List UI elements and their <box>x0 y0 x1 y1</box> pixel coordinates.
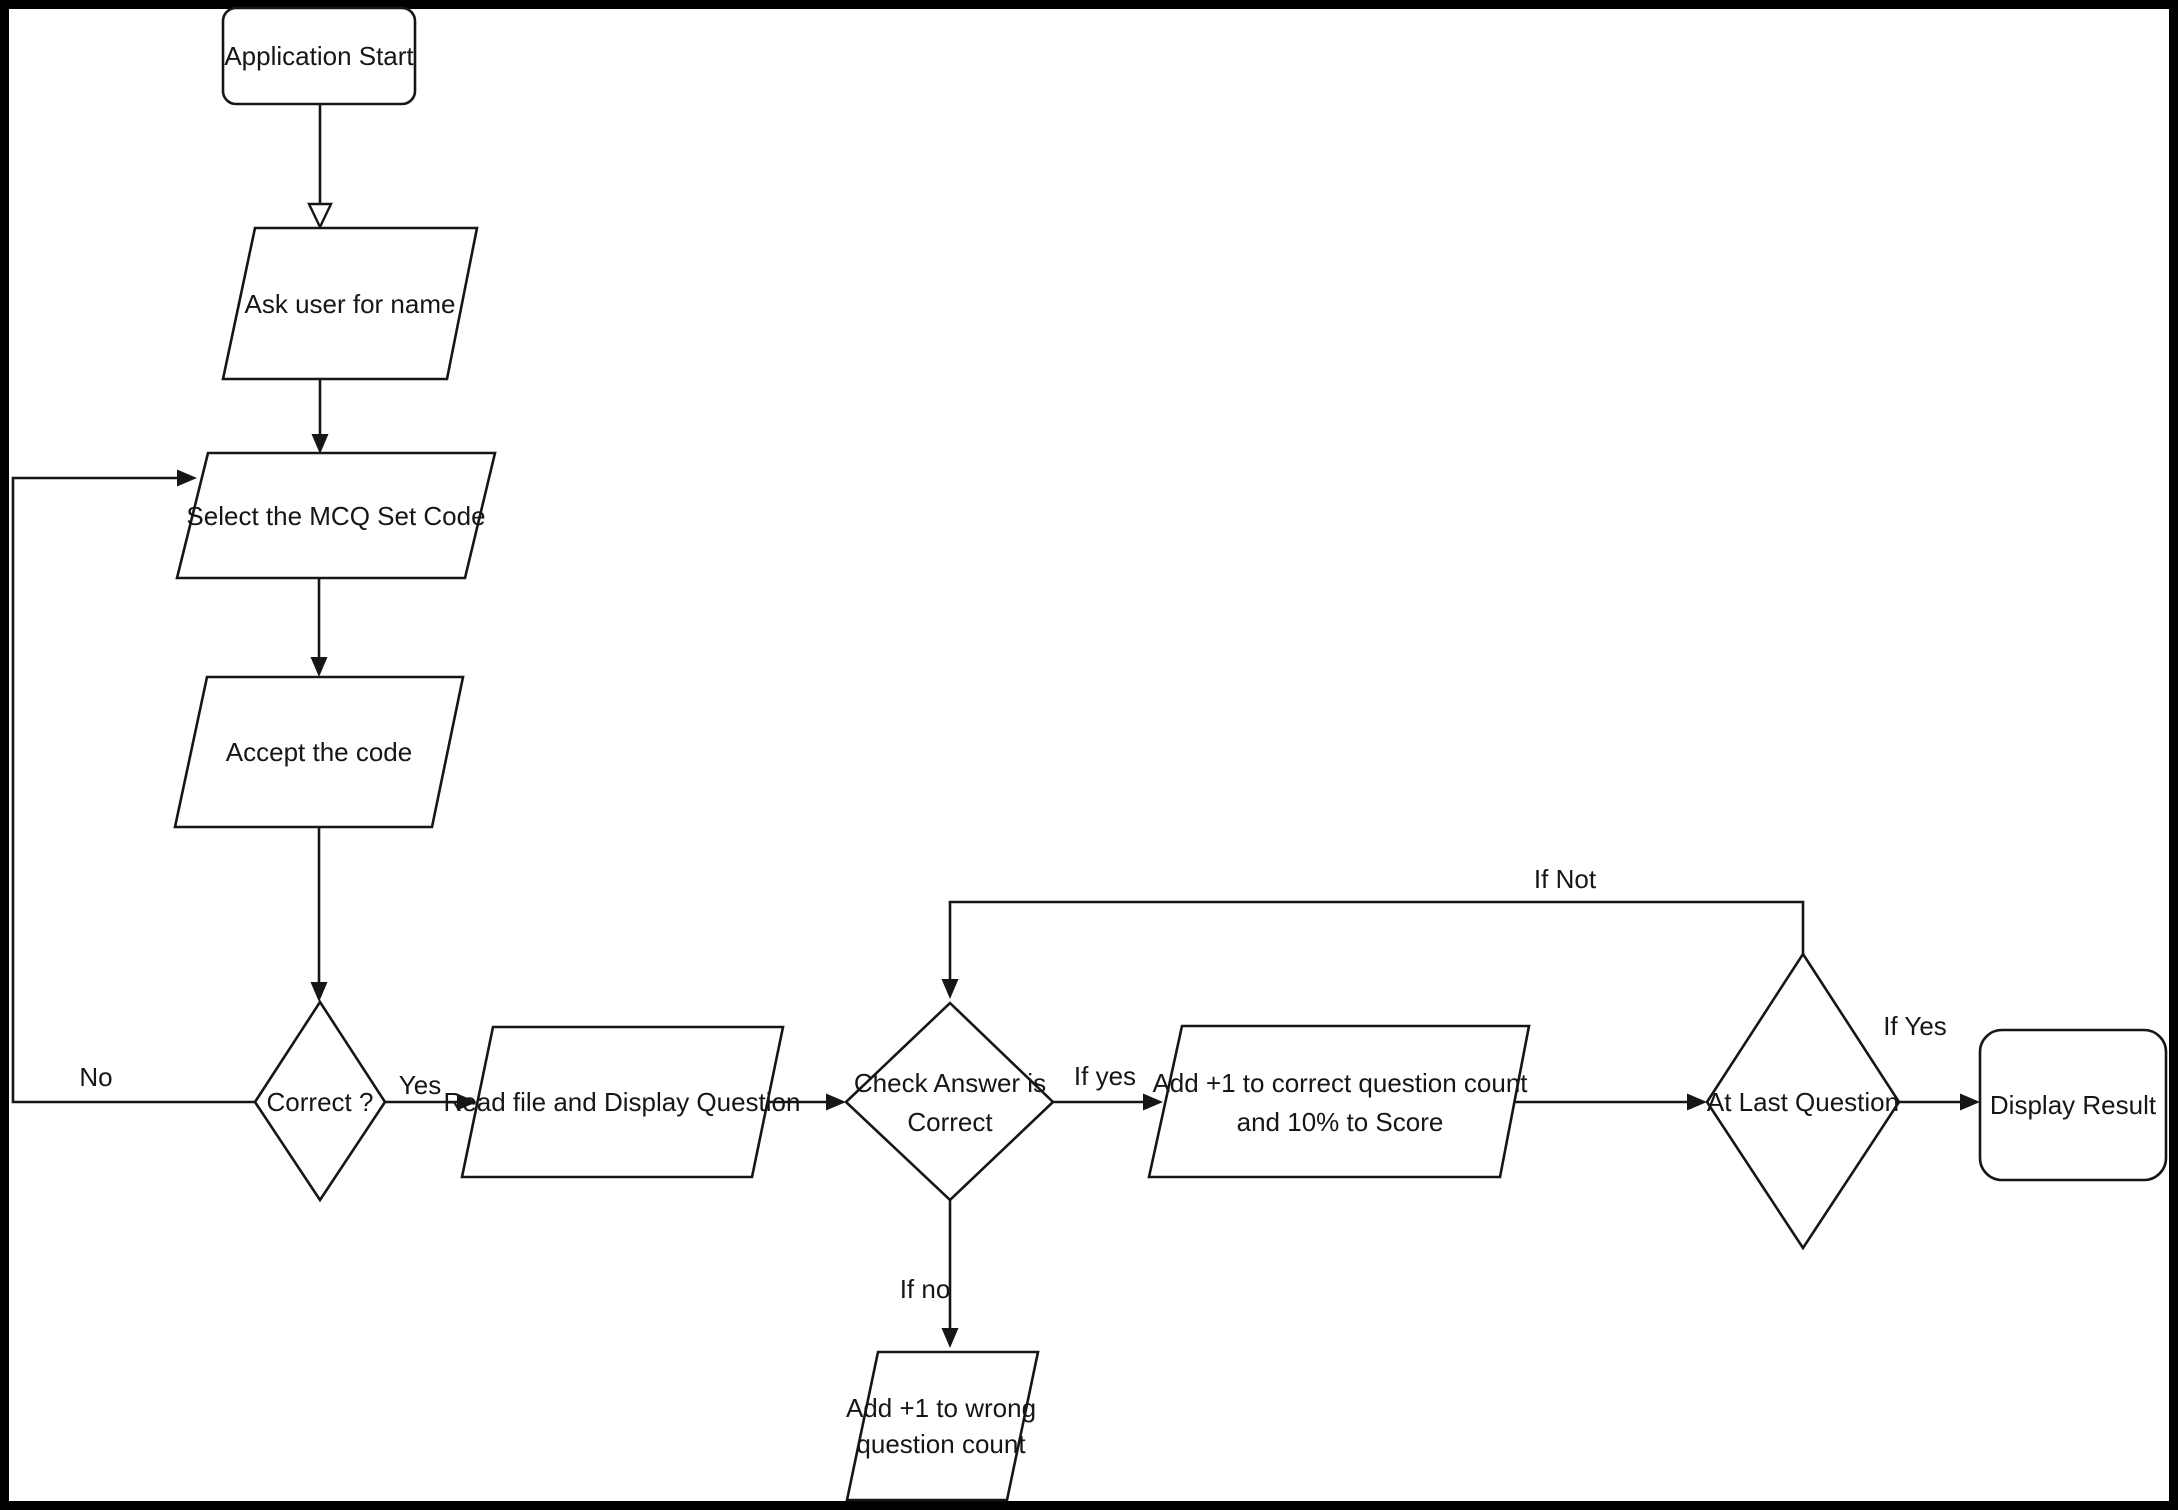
edge-add-to-atlast <box>1514 1093 1707 1111</box>
node-label: Correct ? <box>267 1087 374 1117</box>
arrowhead-open <box>307 202 333 230</box>
io-shape <box>221 226 479 381</box>
io-shape <box>460 1025 785 1179</box>
arrowhead <box>177 469 197 487</box>
node-application-start: Application Start <box>221 6 417 106</box>
arrowhead <box>310 982 328 1002</box>
node-label: At Last Question <box>1707 1087 1899 1117</box>
edge-label-if-no: If no <box>900 1274 951 1304</box>
edge-label-if-yes: If yes <box>1074 1061 1136 1091</box>
node-label: Select the MCQ Set Code <box>186 501 485 531</box>
edge-correct-no-loop <box>11 469 255 1104</box>
edge-atlast-if-yes <box>1899 1093 1980 1111</box>
edge-label-no: No <box>79 1062 112 1092</box>
arrowhead <box>1143 1093 1163 1111</box>
io-shape <box>175 451 497 580</box>
edge-check-if-no <box>941 1200 959 1348</box>
decision-shape <box>253 999 387 1203</box>
io-shape <box>845 1350 1040 1502</box>
node-label-line1: Add +1 to wrong <box>846 1393 1036 1423</box>
node-label-line2: question count <box>856 1429 1026 1459</box>
node-add-wrong-count: Add +1 to wrong question count <box>845 1350 1040 1502</box>
arrowhead <box>941 979 959 999</box>
edge-ask-to-select <box>311 379 329 454</box>
node-label: Display Result <box>1990 1090 2157 1120</box>
edge-correct-yes <box>385 1093 477 1111</box>
terminator-shape <box>221 6 417 106</box>
node-label-line1: Add +1 to correct question count <box>1152 1068 1528 1098</box>
decision-correct: Correct ? <box>253 999 387 1203</box>
node-label: Application Start <box>224 41 414 71</box>
node-label: Ask user for name <box>245 289 456 319</box>
node-accept-the-code: Accept the code <box>173 675 465 829</box>
node-label: Read file and Display Question <box>444 1087 801 1117</box>
edge-start-to-ask <box>307 104 333 230</box>
arrowhead <box>941 1328 959 1348</box>
terminator-shape <box>1978 1028 2168 1182</box>
node-read-file-display-question: Read file and Display Question <box>444 1025 801 1179</box>
node-ask-user-for-name: Ask user for name <box>221 226 479 381</box>
arrowhead <box>826 1093 846 1111</box>
node-display-result: Display Result <box>1978 1028 2168 1182</box>
node-add-correct-count: Add +1 to correct question count and 10%… <box>1147 1024 1531 1179</box>
io-shape <box>173 675 465 829</box>
edge-check-if-yes <box>1053 1093 1163 1111</box>
edges <box>11 104 1980 1348</box>
node-label-line1: Check Answer is <box>854 1068 1046 1098</box>
arrowhead <box>311 434 329 454</box>
node-select-mcq-set-code: Select the MCQ Set Code <box>175 451 497 580</box>
edge-labels: No Yes If yes If no If Not If Yes <box>79 864 1946 1304</box>
edge-select-to-accept <box>310 578 328 677</box>
edge-accept-to-correct <box>310 827 328 1002</box>
arrowhead <box>310 657 328 677</box>
decision-at-last-question: At Last Question <box>1705 951 1901 1251</box>
decision-check-answer: Check Answer is Correct <box>844 1001 1055 1202</box>
node-label-line2: and 10% to Score <box>1237 1107 1444 1137</box>
arrowhead <box>1687 1093 1707 1111</box>
node-label-line2: Correct <box>907 1107 993 1137</box>
arrowhead <box>1960 1093 1980 1111</box>
decision-shape <box>1705 951 1901 1251</box>
edge-atlast-if-not-loop <box>941 900 1805 999</box>
edge-label-yes: Yes <box>399 1070 441 1100</box>
edge-label-if-yes-cap: If Yes <box>1883 1011 1947 1041</box>
decision-shape <box>844 1001 1055 1202</box>
node-label: Accept the code <box>226 737 412 767</box>
io-shape <box>1147 1024 1531 1179</box>
arrowhead <box>457 1093 477 1111</box>
nodes: Application Start Ask user for name Sele… <box>173 6 2168 1502</box>
edge-read-to-check <box>766 1093 846 1111</box>
edge-label-if-not: If Not <box>1534 864 1597 894</box>
